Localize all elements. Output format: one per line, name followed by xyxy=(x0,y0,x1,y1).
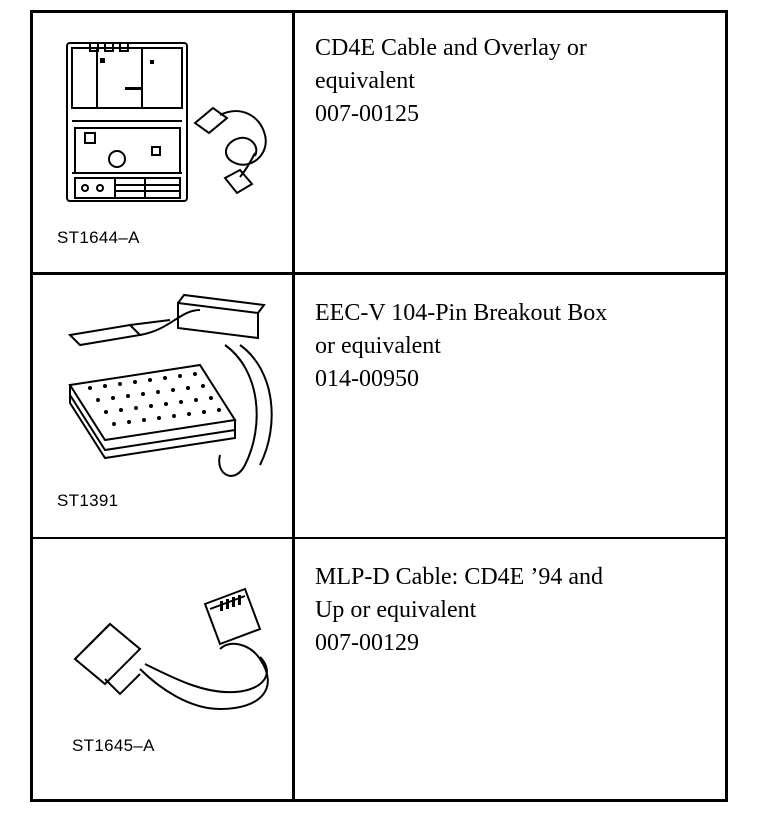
row-divider-2 xyxy=(30,537,728,539)
part-number: 014-00950 xyxy=(315,366,419,392)
tool-row-1: ST1644–A CD4E Cable and Overlay or equiv… xyxy=(30,13,728,272)
row-divider-1 xyxy=(30,272,728,275)
tool-name-line-2: Up or equivalent xyxy=(315,597,477,623)
tool-name-line-2: or equivalent xyxy=(315,333,441,359)
tools-table xyxy=(30,10,728,802)
tool-name-line-1: MLP-D Cable: CD4E ’94 and xyxy=(315,564,603,590)
breakout-box-illustration: ST1391 xyxy=(30,275,292,537)
tool-row-2: ST1391 EEC-V 104-Pin Breakout Box or equ… xyxy=(30,275,728,537)
column-divider xyxy=(292,10,295,802)
tool-name-line-1: EEC-V 104-Pin Breakout Box xyxy=(315,300,608,326)
figure-code: ST1644–A xyxy=(57,228,140,247)
overlay-cable-illustration: ST1644–A xyxy=(30,13,292,272)
figure-code: ST1645–A xyxy=(72,736,155,755)
tool-row-3: ST1645–A MLP-D Cable: CD4E ’94 and Up or… xyxy=(30,539,728,799)
tool-name-line-2: equivalent xyxy=(315,68,415,94)
part-number: 007-00125 xyxy=(315,101,419,127)
part-number: 007-00129 xyxy=(315,630,419,656)
figure-code: ST1391 xyxy=(57,491,119,510)
tool-description: EEC-V 104-Pin Breakout Box or equivalent… xyxy=(315,297,715,396)
mlp-d-cable-illustration: ST1645–A xyxy=(30,539,292,799)
tool-description: CD4E Cable and Overlay or equivalent 007… xyxy=(315,32,715,131)
tool-description: MLP-D Cable: CD4E ’94 and Up or equivale… xyxy=(315,561,715,660)
tool-name-line-1: CD4E Cable and Overlay or xyxy=(315,35,587,61)
